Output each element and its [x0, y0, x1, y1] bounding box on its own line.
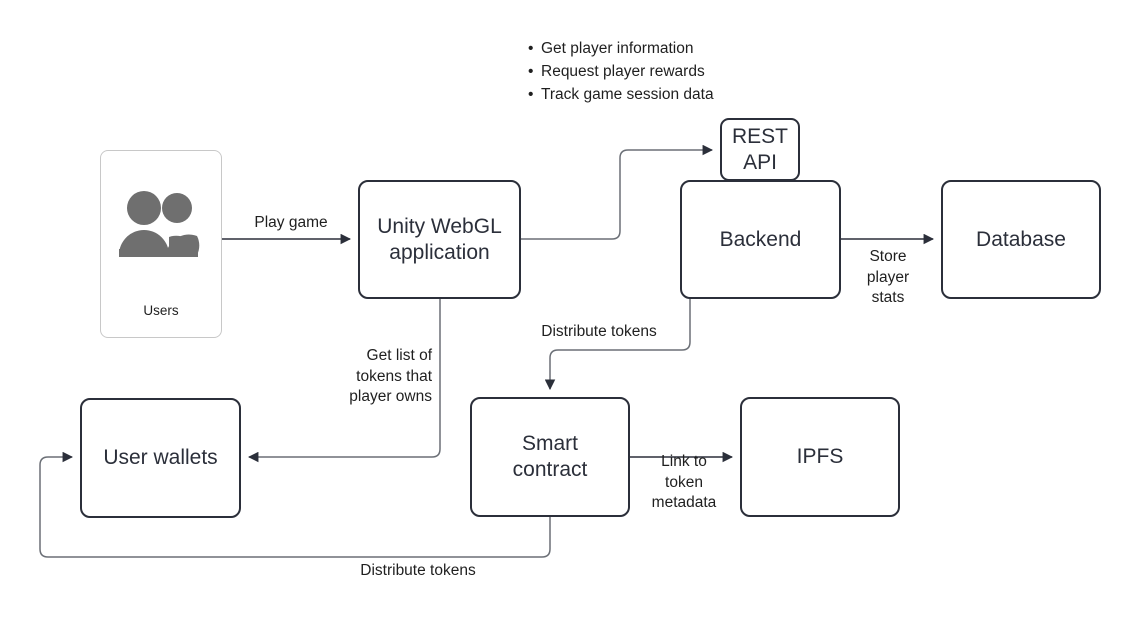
edge-label-distribute-tokens-bottom: Distribute tokens — [360, 562, 476, 579]
edge-distribute-tokens-top — [544, 298, 691, 391]
edge-label-link-to-token-metadata: Link to token metadata — [651, 453, 717, 512]
edge-rest-api-calls — [520, 144, 714, 240]
users-actor: Users — [100, 150, 222, 338]
node-user-wallets-label: User wallets — [103, 446, 218, 470]
node-rest-api[interactable]: REST API — [720, 118, 800, 181]
node-unity-webgl-application-label: Unity WebGL application — [377, 214, 502, 264]
edge-label-play-game: Play game — [254, 214, 328, 231]
node-unity-webgl-application[interactable]: Unity WebGL application — [358, 180, 521, 299]
edge-label-store-player-stats: Store player stats — [866, 248, 910, 307]
api-call-item: Get player information — [528, 38, 718, 61]
node-database-label: Database — [976, 227, 1066, 251]
node-ipfs[interactable]: IPFS — [740, 397, 900, 517]
edge-distribute-tokens-bottom — [39, 451, 551, 558]
edge-label-distribute-tokens-top: Distribute tokens — [541, 323, 657, 340]
edge-label-get-token-list: Get list of tokens that player owns — [349, 347, 432, 406]
users-actor-label: Users — [143, 303, 179, 318]
node-backend-label: Backend — [719, 227, 802, 251]
node-backend[interactable]: Backend — [680, 180, 841, 299]
node-database[interactable]: Database — [941, 180, 1101, 299]
api-call-item: Request player rewards — [528, 61, 718, 84]
api-call-item: Track game session data — [528, 84, 718, 107]
node-rest-api-label: REST API — [731, 124, 788, 174]
api-calls-list: Get player information Request player re… — [528, 38, 718, 106]
people-icon — [119, 191, 200, 257]
node-ipfs-label: IPFS — [796, 445, 844, 469]
node-smart-contract-label: Smart contract — [512, 432, 588, 481]
node-user-wallets[interactable]: User wallets — [80, 398, 241, 518]
edge-get-token-list — [247, 298, 441, 463]
node-smart-contract[interactable]: Smart contract — [470, 397, 630, 517]
